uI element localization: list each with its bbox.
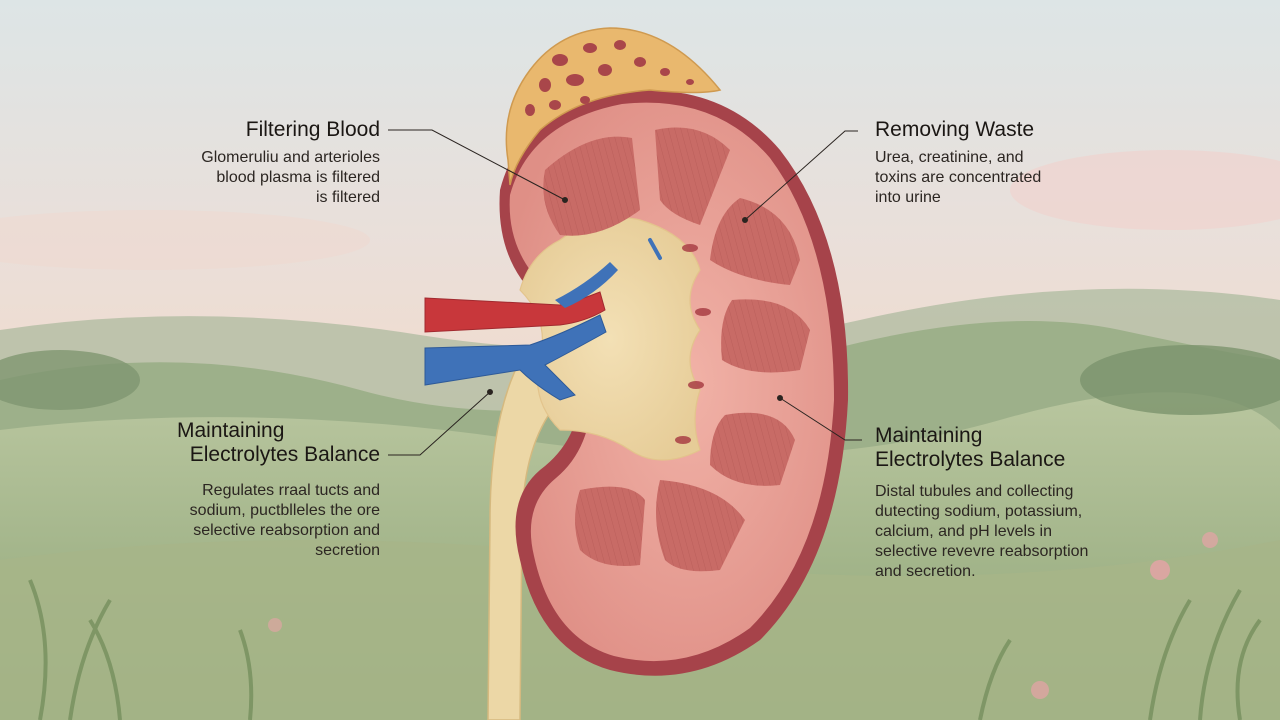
callout-title: Electrolytes Balance	[189, 443, 380, 466]
callout-title: Filtering Blood	[245, 118, 380, 141]
callout-filtering-blood: Filtering Blood Glomeruliu and arteriole…	[150, 118, 380, 208]
callout-description: Glomeruliu and arterioles blood plasma i…	[201, 149, 380, 206]
callout-title: Electrolytes Balance	[875, 448, 1066, 471]
callout-title: Removing Waste	[875, 118, 1035, 141]
callout-title: Maintaining	[875, 424, 983, 447]
adrenal-gland	[505, 27, 722, 186]
callout-description: Regulates rraal tucts and sodium, puctbl…	[189, 482, 380, 559]
callout-description: Urea, creatinine, and toxins are concent…	[875, 149, 1042, 206]
callout-balance-right: Maintaining Electrolytes Balance Distal …	[875, 424, 1165, 582]
leader-line-balance-left	[388, 391, 491, 456]
leader-line-filtering	[388, 129, 566, 201]
leader-lines	[388, 129, 862, 456]
renal-vein	[424, 314, 607, 401]
calyx-tips	[675, 244, 711, 444]
renal-vessels	[424, 238, 662, 401]
callout-balance-left: Maintaining Electrolytes Balance Regulat…	[110, 419, 380, 561]
medullary-pyramids	[543, 127, 810, 572]
leader-line-balance-right	[779, 397, 862, 441]
callout-description: Distal tubules and collecting dutecting …	[875, 483, 1089, 580]
leader-line-waste	[744, 130, 858, 221]
ureter	[487, 358, 562, 720]
callout-removing-waste: Removing Waste Urea, creatinine, and tox…	[875, 118, 1135, 208]
renal-pelvis	[519, 217, 701, 461]
callout-title: Maintaining	[177, 419, 285, 442]
